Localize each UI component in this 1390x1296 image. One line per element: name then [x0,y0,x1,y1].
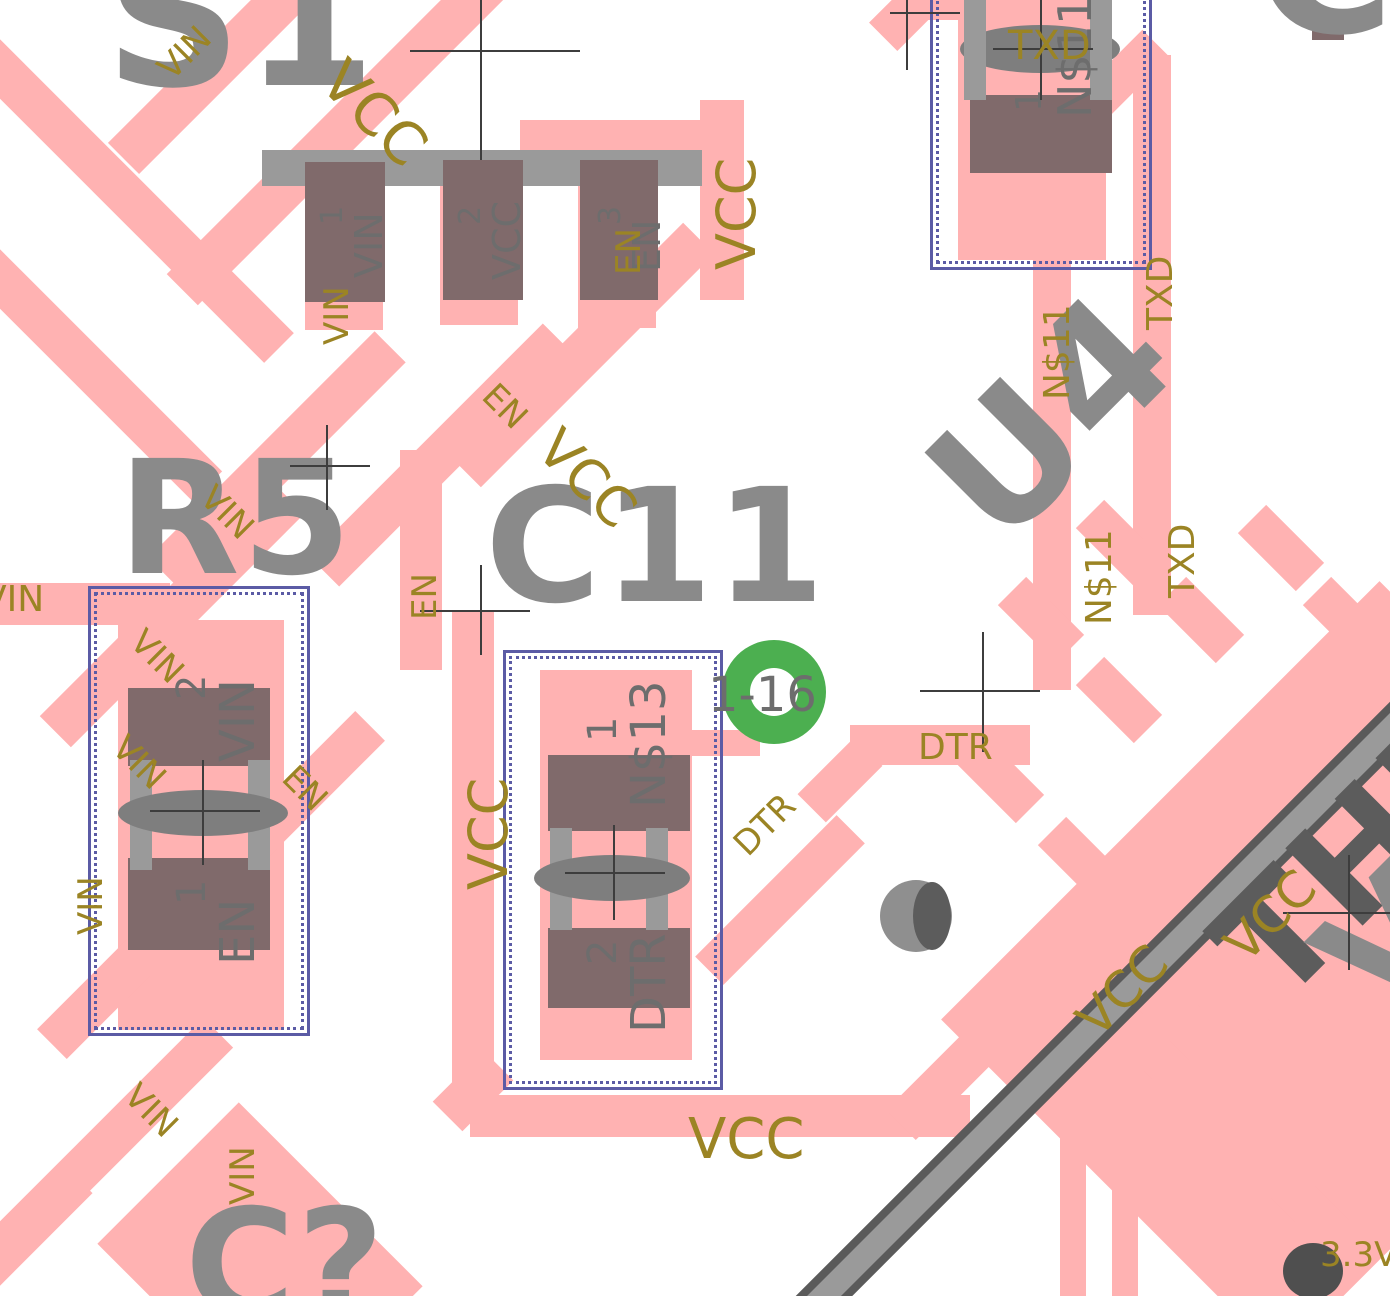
pad-s1-2[interactable] [443,160,523,300]
trace-vcc-bottom-horiz [470,1095,970,1137]
silk-refdes-c-unknown: C? [185,1178,387,1296]
crosshair-therpad-v [1040,0,1042,100]
outline-r5[interactable] [88,586,310,1036]
outline-ther[interactable] [930,0,1152,270]
pad-c11-1[interactable] [548,755,690,831]
outline-c11-inner [509,656,717,1084]
pad-ther-n11[interactable] [970,95,1112,173]
pad-ther-legs-right [1090,0,1112,100]
via-u4-inner [913,882,951,950]
pad-c11-body-oval [534,855,690,901]
drc-marker-circle[interactable] [722,640,826,744]
pad-r5-2[interactable] [128,688,270,766]
crosshair-bottomright-h [1283,912,1390,914]
trace-vin-left-edge [0,583,170,625]
crosshair-c11body-v [613,825,615,920]
trace-en-vert [400,450,442,670]
net-label-ther-pad-txd: TXD [1008,23,1091,69]
crosshair-r5-h [290,465,370,467]
crosshair-u4-h [920,690,1040,692]
net-label-vin-left-edge: VIN [0,579,45,620]
trace-vcc-to-c11 [452,610,494,1100]
crosshair-r5body-h [150,810,260,812]
crosshair-ther-h [890,12,960,14]
outline-c11[interactable] [503,650,723,1090]
via-bottom-right[interactable] [1283,1243,1343,1296]
crosshair-ther-v [906,0,908,70]
crosshair-c11-v [480,565,482,655]
pad-s1-3[interactable] [580,160,658,300]
trace-vcc-vertical [700,100,744,300]
outline-r5-inner [94,592,304,1030]
pad-topright-partial[interactable] [1312,10,1344,40]
crosshair-c11body-h [565,872,665,874]
pad-r5-1[interactable] [128,858,270,950]
crosshair-s1-v [480,0,482,160]
trace-stem-1 [1060,1120,1086,1296]
trace-txd-vertical [1133,55,1171,615]
silk-refdes-s1: S1 [105,0,379,130]
drc-marker-label: 1-16 [708,667,817,723]
crosshair-bottomright-v [1348,855,1350,970]
crosshair-therpad-h [993,48,1093,50]
crosshair-r5body-v [202,760,204,865]
crosshair-c11-h [420,610,530,612]
silk-refdes-c11: C11 [485,455,827,639]
net-label-dtr-right: DTR [918,727,993,768]
trace-stem-2 [1112,1170,1138,1296]
crosshair-u4-v [982,632,984,752]
outline-ther-inner [936,0,1146,264]
pad-c11-2[interactable] [548,928,690,1008]
pad-ther-legs-left [964,0,986,100]
net-label-vcc-big: VCC [688,1107,805,1172]
silk-topright-glyph: C [1255,0,1390,62]
crosshair-r5-v [326,425,328,510]
net-label-3v3: 3.3V [1320,1235,1390,1275]
pad-s1-1[interactable] [305,162,385,302]
crosshair-s1-h [410,50,580,52]
